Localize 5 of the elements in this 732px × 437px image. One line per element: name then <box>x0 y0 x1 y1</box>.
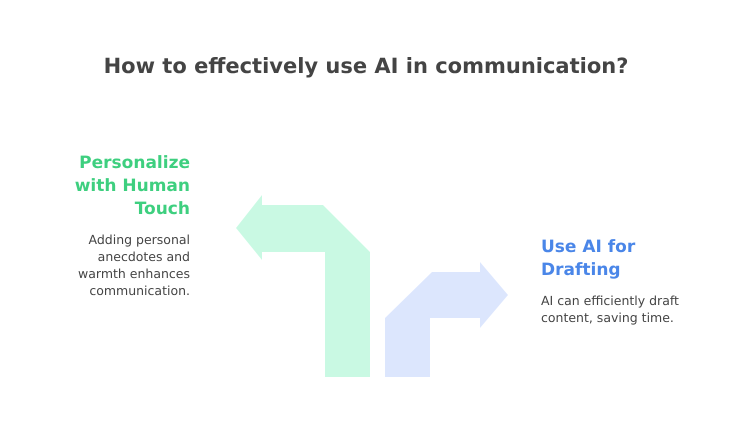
heading: Use AI for Drafting <box>541 236 636 282</box>
title: How to effectively use AI in communication? <box>102 54 630 78</box>
description: AI can efficiently draft content, saving time. <box>541 292 680 326</box>
description: Adding personal anecdotes and warmth enhances communication. <box>77 231 190 299</box>
heading: Personalize with Human Touch <box>74 152 190 221</box>
